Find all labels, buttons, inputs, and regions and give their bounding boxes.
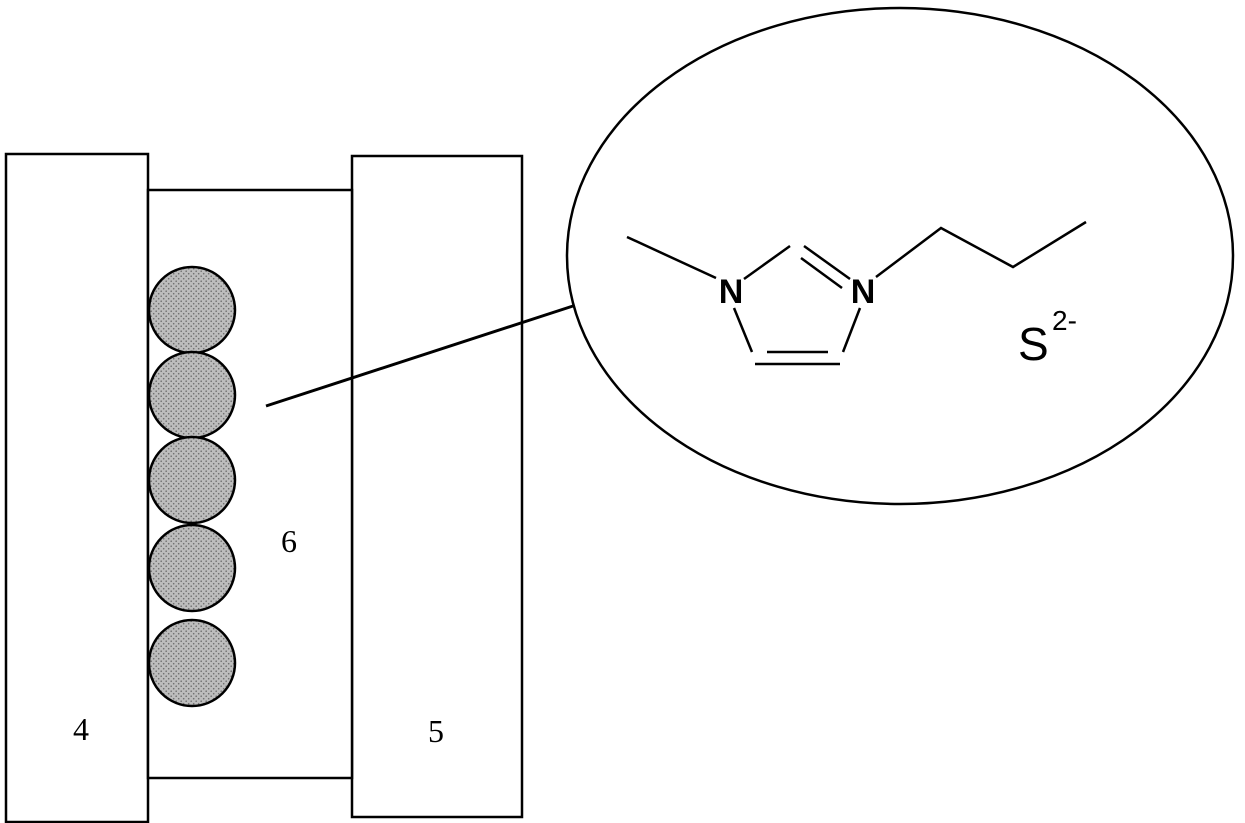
particle	[147, 435, 237, 525]
imidazolium-ring-bonds	[626, 220, 1087, 366]
particle	[147, 523, 237, 613]
right-electrode-plate	[350, 154, 524, 819]
nitrogen-left-label: N	[719, 273, 744, 311]
label-right-plate: 5	[428, 713, 444, 749]
leader-line	[265, 304, 574, 408]
nitrogen-right-label: N	[851, 273, 876, 311]
magnifier-ellipse	[565, 6, 1235, 506]
particle	[147, 618, 237, 708]
left-electrode-plate	[4, 152, 150, 823]
particle	[147, 265, 237, 355]
label-middle-region: 6	[281, 523, 297, 559]
sulfide-charge: 2-	[1052, 305, 1077, 336]
label-left-plate: 4	[73, 711, 89, 747]
particle	[147, 350, 237, 440]
sulfide-symbol: S	[1018, 318, 1049, 370]
